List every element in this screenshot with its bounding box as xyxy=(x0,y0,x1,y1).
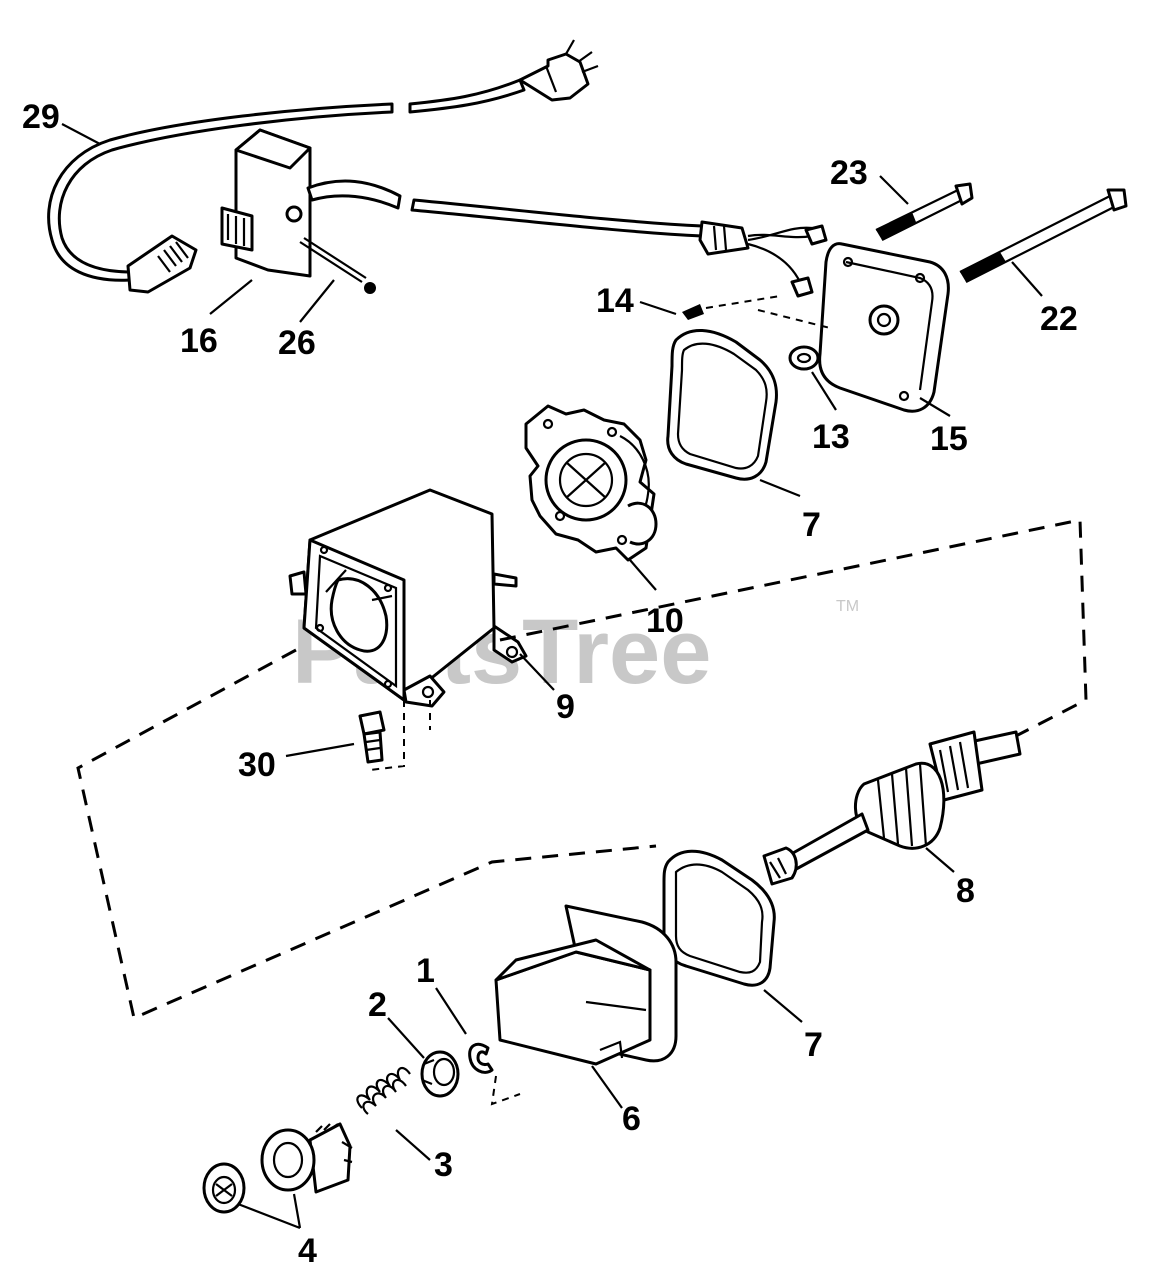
drive-housing-6 xyxy=(494,904,678,1066)
callout-7-upper: 7 xyxy=(802,506,821,544)
through-bolt-22 xyxy=(959,188,1128,283)
switch-box xyxy=(220,128,402,278)
callout-15: 15 xyxy=(930,420,968,458)
screw-14 xyxy=(682,295,831,329)
callout-23: 23 xyxy=(830,154,868,192)
washer-13 xyxy=(788,345,820,371)
leader-lines xyxy=(61,123,1043,1230)
watermark-trademark: TM xyxy=(836,598,859,615)
power-cord xyxy=(47,39,599,294)
end-cap-15 xyxy=(818,242,950,413)
callout-22: 22 xyxy=(1040,300,1078,338)
gasket-lower xyxy=(662,849,776,987)
stop-collar-2 xyxy=(420,1050,460,1098)
screw-26 xyxy=(299,237,376,294)
motor-housing-9 xyxy=(288,488,528,708)
through-bolt-23 xyxy=(875,182,974,241)
lead-wire xyxy=(410,198,828,298)
callout-6: 6 xyxy=(622,1100,641,1138)
callout-7-lower: 7 xyxy=(804,1026,823,1064)
pinion-gear-4 xyxy=(202,1122,353,1214)
armature-8 xyxy=(762,730,1022,886)
callout-13: 13 xyxy=(812,418,850,456)
callout-labels: 29 16 26 23 22 14 13 15 7 10 9 30 8 7 1 … xyxy=(22,98,1078,1270)
callout-14: 14 xyxy=(596,282,634,320)
callout-9: 9 xyxy=(556,688,575,726)
assembly-alignment-line xyxy=(76,518,1088,1106)
spring-3 xyxy=(356,1066,411,1115)
callout-26: 26 xyxy=(278,324,316,362)
callout-3: 3 xyxy=(434,1146,453,1184)
retaining-ring-1 xyxy=(468,1042,494,1074)
callout-16: 16 xyxy=(180,322,218,360)
callout-2: 2 xyxy=(368,986,387,1024)
screw-30 xyxy=(358,710,386,764)
callout-10: 10 xyxy=(646,602,684,640)
end-plate-10 xyxy=(524,404,658,562)
callout-29: 29 xyxy=(22,98,60,136)
gasket-upper xyxy=(666,328,778,481)
callout-4: 4 xyxy=(298,1232,317,1270)
callout-30: 30 xyxy=(238,746,276,784)
callout-1: 1 xyxy=(416,952,435,990)
callout-8: 8 xyxy=(956,872,975,910)
